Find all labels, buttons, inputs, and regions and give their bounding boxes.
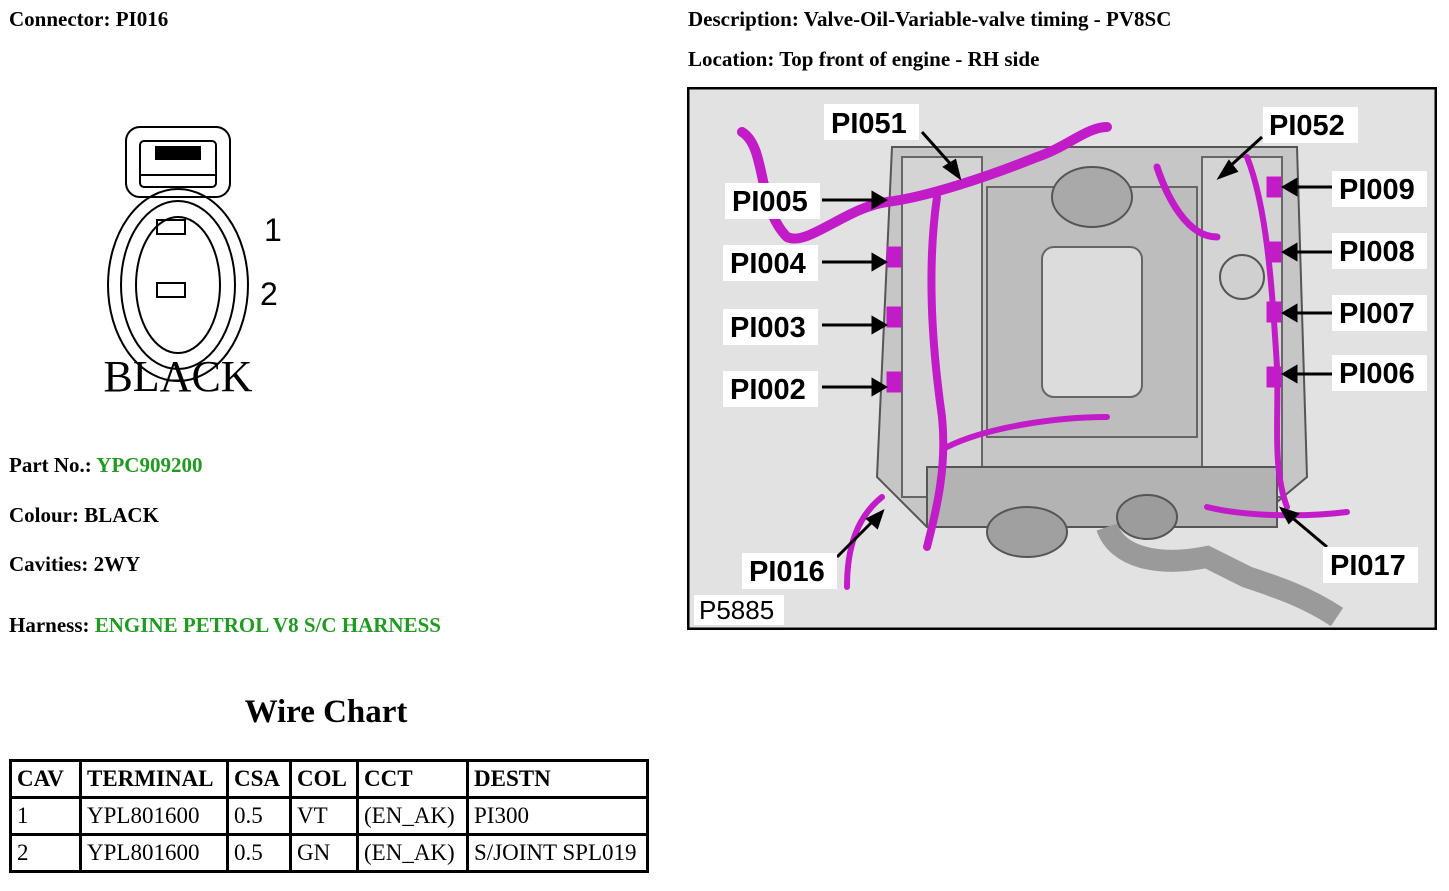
cavities-value: 2WY	[93, 552, 141, 576]
connector-label: Connector:	[9, 7, 111, 31]
table-cell: S/JOINT SPL019	[466, 833, 649, 873]
callout-label: PI002	[730, 374, 806, 406]
column-header: CCT	[356, 759, 469, 799]
part-no-label: Part No.:	[9, 453, 92, 477]
figure-code: P5885	[699, 595, 774, 625]
table-cell: YPL801600	[79, 833, 229, 873]
table-cell: 0.5	[226, 796, 292, 836]
harness-value: ENGINE PETROL V8 S/C HARNESS	[94, 613, 441, 637]
cavities-label: Cavities:	[9, 552, 89, 576]
callout-label: PI006	[1339, 358, 1415, 390]
colour-field: Colour: BLACK	[9, 503, 159, 528]
callout-label: PI017	[1330, 550, 1406, 582]
column-header: DESTN	[466, 759, 649, 799]
column-header: CAV	[9, 759, 82, 799]
description-label: Description:	[688, 7, 799, 31]
pin-number: 1	[264, 212, 282, 248]
column-header: COL	[289, 759, 359, 799]
harness-label: Harness:	[9, 613, 90, 637]
callout-label: PI016	[749, 556, 825, 588]
table-row: 2 YPL801600 0.5 GN (EN_AK) S/JOINT SPL01…	[9, 833, 649, 873]
location-label: Location:	[688, 47, 775, 71]
callout-label: PI008	[1339, 236, 1415, 268]
callout-label: PI051	[831, 108, 907, 140]
connector-value: PI016	[115, 7, 169, 31]
table-cell: PI300	[466, 796, 649, 836]
column-header: TERMINAL	[79, 759, 229, 799]
callout-label: PI007	[1339, 298, 1415, 330]
location-value: Top front of engine - RH side	[779, 47, 1040, 71]
cavities-field: Cavities: 2WY	[9, 552, 140, 577]
table-cell: 1	[9, 796, 82, 836]
table-cell: 0.5	[226, 833, 292, 873]
table-row: 1 YPL801600 0.5 VT (EN_AK) PI300	[9, 796, 649, 836]
colour-value: BLACK	[84, 503, 159, 527]
connector-face-diagram: 1 2 BLACK	[103, 126, 282, 401]
harness-field: Harness: ENGINE PETROL V8 S/C HARNESS	[9, 613, 441, 638]
wire-chart-title: Wire Chart	[244, 694, 408, 730]
connector-colour-text: BLACK	[103, 352, 252, 401]
description-value: Valve-Oil-Variable-valve timing - PV8SC	[803, 7, 1172, 31]
callout-label: PI004	[730, 248, 806, 280]
table-cell: (EN_AK)	[356, 796, 469, 836]
wire-chart-table: CAV TERMINAL CSA COL CCT DESTN 1 YPL8016…	[9, 759, 649, 873]
table-cell: VT	[289, 796, 359, 836]
table-cell: YPL801600	[79, 796, 229, 836]
location-field: Location: Top front of engine - RH side	[688, 47, 1039, 72]
table-cell: (EN_AK)	[356, 833, 469, 873]
engine-location-figure: PI051 PI052 PI005 PI009 PI004 PI008 PI00…	[687, 87, 1437, 630]
pin-number: 2	[260, 276, 278, 312]
table-header-row: CAV TERMINAL CSA COL CCT DESTN	[9, 759, 649, 799]
table-cell: 2	[9, 833, 82, 873]
callout-label: PI052	[1269, 110, 1345, 142]
part-no-value: YPC909200	[96, 453, 203, 477]
callout-label: PI003	[730, 312, 806, 344]
description-field: Description: Valve-Oil-Variable-valve ti…	[688, 7, 1171, 32]
callout-label: PI009	[1339, 174, 1415, 206]
colour-label: Colour:	[9, 503, 79, 527]
connector-field: Connector: PI016	[9, 7, 168, 32]
column-header: CSA	[226, 759, 292, 799]
table-cell: GN	[289, 833, 359, 873]
part-no-field: Part No.: YPC909200	[9, 453, 202, 478]
callout-label: PI005	[732, 186, 808, 218]
